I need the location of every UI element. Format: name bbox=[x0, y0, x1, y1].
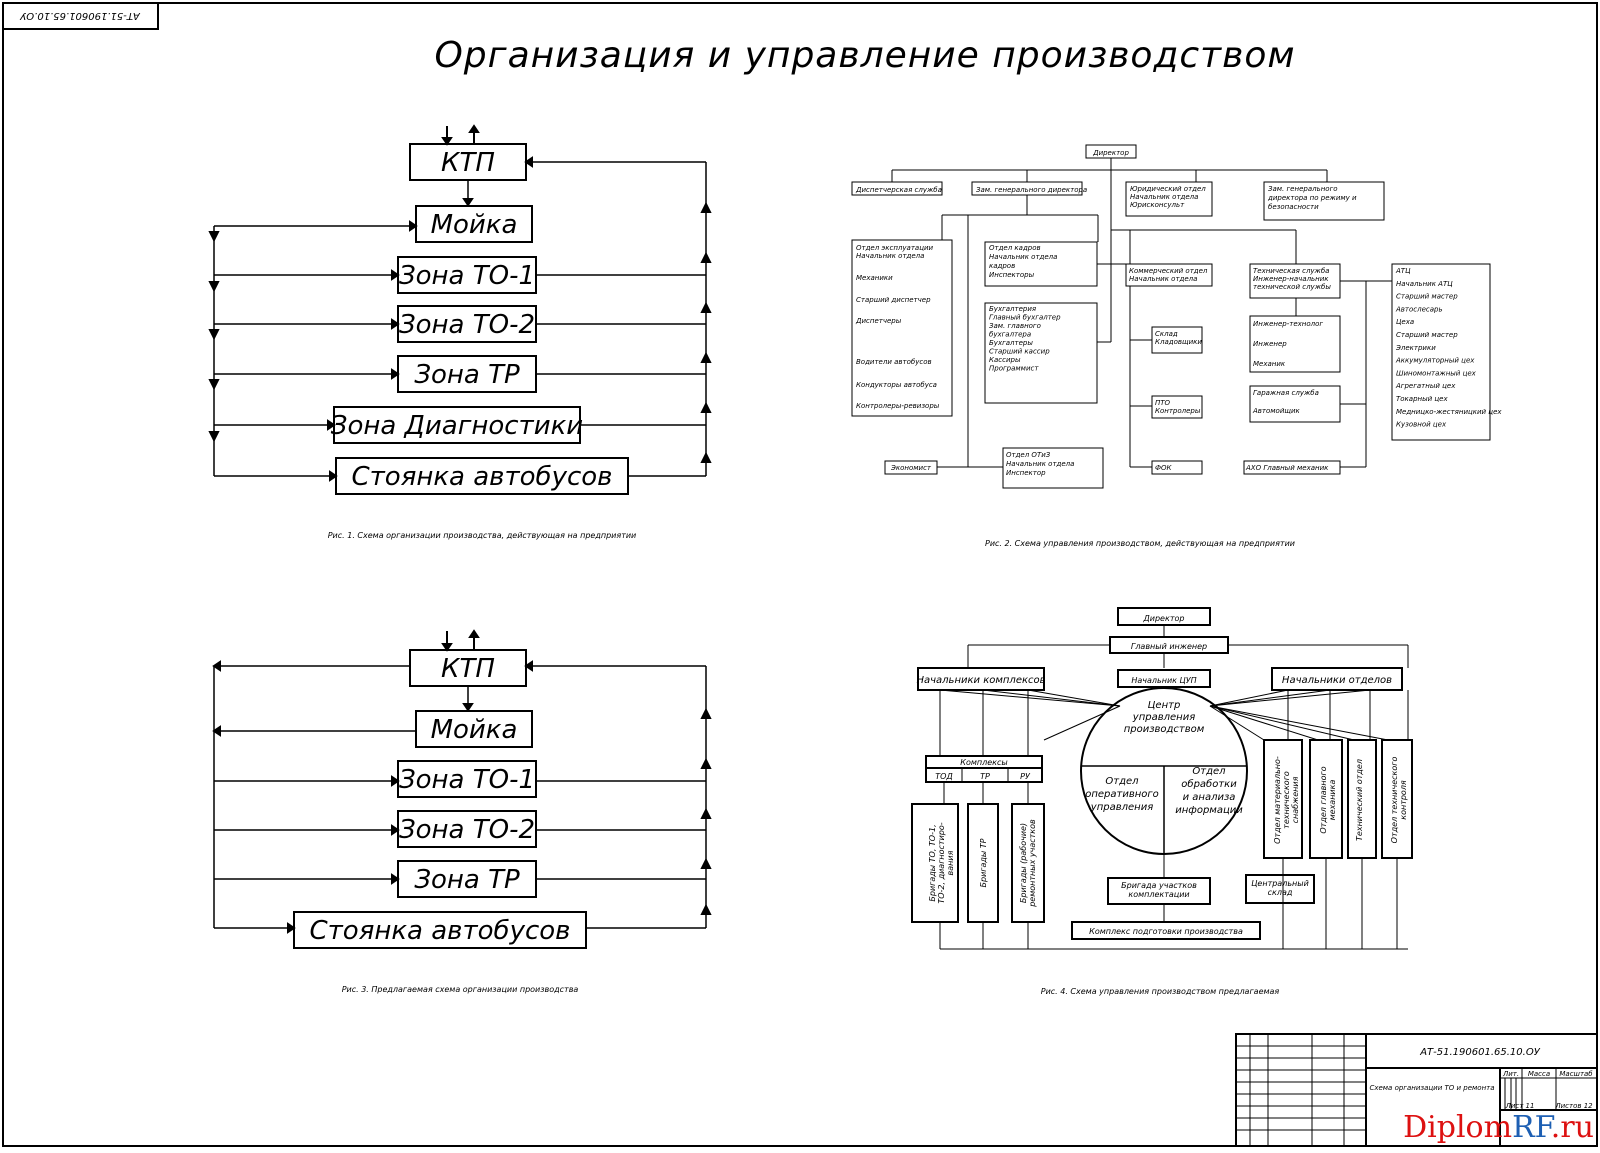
fig4-heads-departments: Начальники отделов bbox=[1282, 675, 1392, 686]
title-block bbox=[1235, 1033, 1598, 1147]
fig4-brigade-repair: Бригады (рабочие)ремонтных участков bbox=[1019, 819, 1037, 908]
watermark-part1: Diplom bbox=[1403, 1110, 1513, 1145]
fig4-brigade-tr: Бригады ТР bbox=[979, 838, 988, 887]
fig1-box-to1: Зона ТО-1 bbox=[399, 261, 535, 291]
fig2-director: Директор bbox=[1092, 149, 1129, 157]
fig2-col1-item: Кондукторы автобуса bbox=[856, 381, 937, 389]
fig4-head-cup: Начальник ЦУП bbox=[1131, 676, 1196, 685]
fig2-dispatch: Диспетчерская служба bbox=[855, 186, 942, 194]
fig4-dept: Отдел материально-техническогоснабжения bbox=[1273, 756, 1300, 844]
fig3-box-to1: Зона ТО-1 bbox=[399, 765, 535, 795]
fig4-director: Директор bbox=[1143, 614, 1185, 623]
fig4-col-tr: ТР bbox=[980, 772, 990, 781]
fig4-col-ru: РУ bbox=[1020, 772, 1031, 781]
stamp-sheets: Листов 12 bbox=[1554, 1102, 1593, 1110]
fig3-flow-diagram bbox=[212, 629, 712, 949]
fig4-complex-prep: Комплекс подготовки производства bbox=[1089, 927, 1243, 936]
fig3-box-wash: Мойка bbox=[431, 715, 518, 745]
fig2-col1-item: Механики bbox=[856, 274, 893, 282]
fig3-box-parking: Стоянка автобусов bbox=[309, 916, 570, 946]
fig2-col1-item: Контролеры-ревизоры bbox=[856, 402, 940, 410]
stamp-scale: Масштаб bbox=[1559, 1070, 1593, 1078]
fig3-box-tr: Зона ТР bbox=[414, 865, 520, 895]
fig4-col-tod: ТОД bbox=[935, 772, 952, 781]
fig2-col1-item: Диспетчеры bbox=[855, 317, 902, 325]
fig2-fok: ФОК bbox=[1155, 464, 1173, 472]
watermark-part3: .ru bbox=[1550, 1110, 1594, 1145]
fig2-org-chart bbox=[851, 144, 1491, 489]
page-title: Организация и управление производством bbox=[434, 35, 1295, 76]
fig1-box-diag: Зона Диагностики bbox=[331, 411, 583, 441]
watermark-logo: DiplomRF.ru bbox=[1403, 1110, 1594, 1145]
fig4-heads-complexes: Начальники комплексов bbox=[916, 675, 1045, 686]
fig3-box-ktp: КТП bbox=[441, 654, 495, 684]
fig1-labels: КТП Мойка Зона ТО-1 Зона ТО-2 Зона ТР Зо… bbox=[328, 148, 637, 540]
fig4-complexes: Комплексы bbox=[960, 758, 1007, 767]
fig1-box-wash: Мойка bbox=[431, 210, 518, 240]
fig1-caption: Рис. 1. Схема организации производства, … bbox=[328, 531, 637, 540]
fig4-dept: Отдел главногомеханика bbox=[1319, 766, 1337, 833]
fig1-box-ktp: КТП bbox=[441, 148, 495, 178]
fig1-box-to2: Зона ТО-2 bbox=[399, 310, 535, 340]
fig2-caption: Рис. 2. Схема управления производством, … bbox=[985, 539, 1295, 548]
fig2-economist: Экономист bbox=[890, 464, 932, 472]
fig4-chief-engineer: Главный инженер bbox=[1131, 642, 1207, 651]
fig3-box-to2: Зона ТО-2 bbox=[399, 815, 535, 845]
fig1-box-tr: Зона ТР bbox=[414, 360, 520, 390]
fig4-dept: Отдел техническогоконтроля bbox=[1390, 757, 1408, 844]
fig1-box-parking: Стоянка автобусов bbox=[351, 462, 612, 492]
title-block-labels: АТ-51.190601.65.10.ОУ Схема организации … bbox=[1369, 1047, 1593, 1110]
fig1-flow-diagram bbox=[208, 124, 712, 495]
fig3-caption: Рис. 3. Предлагаемая схема организации п… bbox=[342, 985, 579, 994]
stamp-code: АТ-51.190601.65.10.ОУ bbox=[1419, 1047, 1540, 1058]
fig2-aho: АХО Главный механик bbox=[1245, 464, 1329, 472]
stamp-lit: Лит. bbox=[1502, 1070, 1519, 1078]
fig4-brigade-to: Бригады ТО, ТО-1,ТО-2, диагностиро-вания bbox=[928, 822, 955, 903]
fig2-col1-item: Старший диспетчер bbox=[856, 296, 931, 304]
watermark-part2: RF bbox=[1512, 1110, 1551, 1145]
fig2-deputy-director: Зам. генерального директора bbox=[976, 186, 1087, 194]
fig4-org-chart bbox=[911, 607, 1413, 950]
stamp-sheet: Лист 11 bbox=[1505, 1102, 1535, 1110]
fig2-col1-item: Водители автобусов bbox=[856, 358, 932, 366]
corner-code-box: АТ-51.190601.65.10.ОУ bbox=[2, 2, 159, 30]
stamp-mass: Масса bbox=[1528, 1070, 1550, 1078]
fig3-labels: КТП Мойка Зона ТО-1 Зона ТО-2 Зона ТР Ст… bbox=[309, 654, 578, 994]
stamp-subject: Схема организации ТО и ремонта bbox=[1369, 1084, 1494, 1092]
fig4-dept: Технический отдел bbox=[1355, 759, 1364, 841]
corner-code: АТ-51.190601.65.10.ОУ bbox=[19, 10, 140, 21]
fig4-caption: Рис. 4. Схема управления производством п… bbox=[1041, 987, 1280, 996]
